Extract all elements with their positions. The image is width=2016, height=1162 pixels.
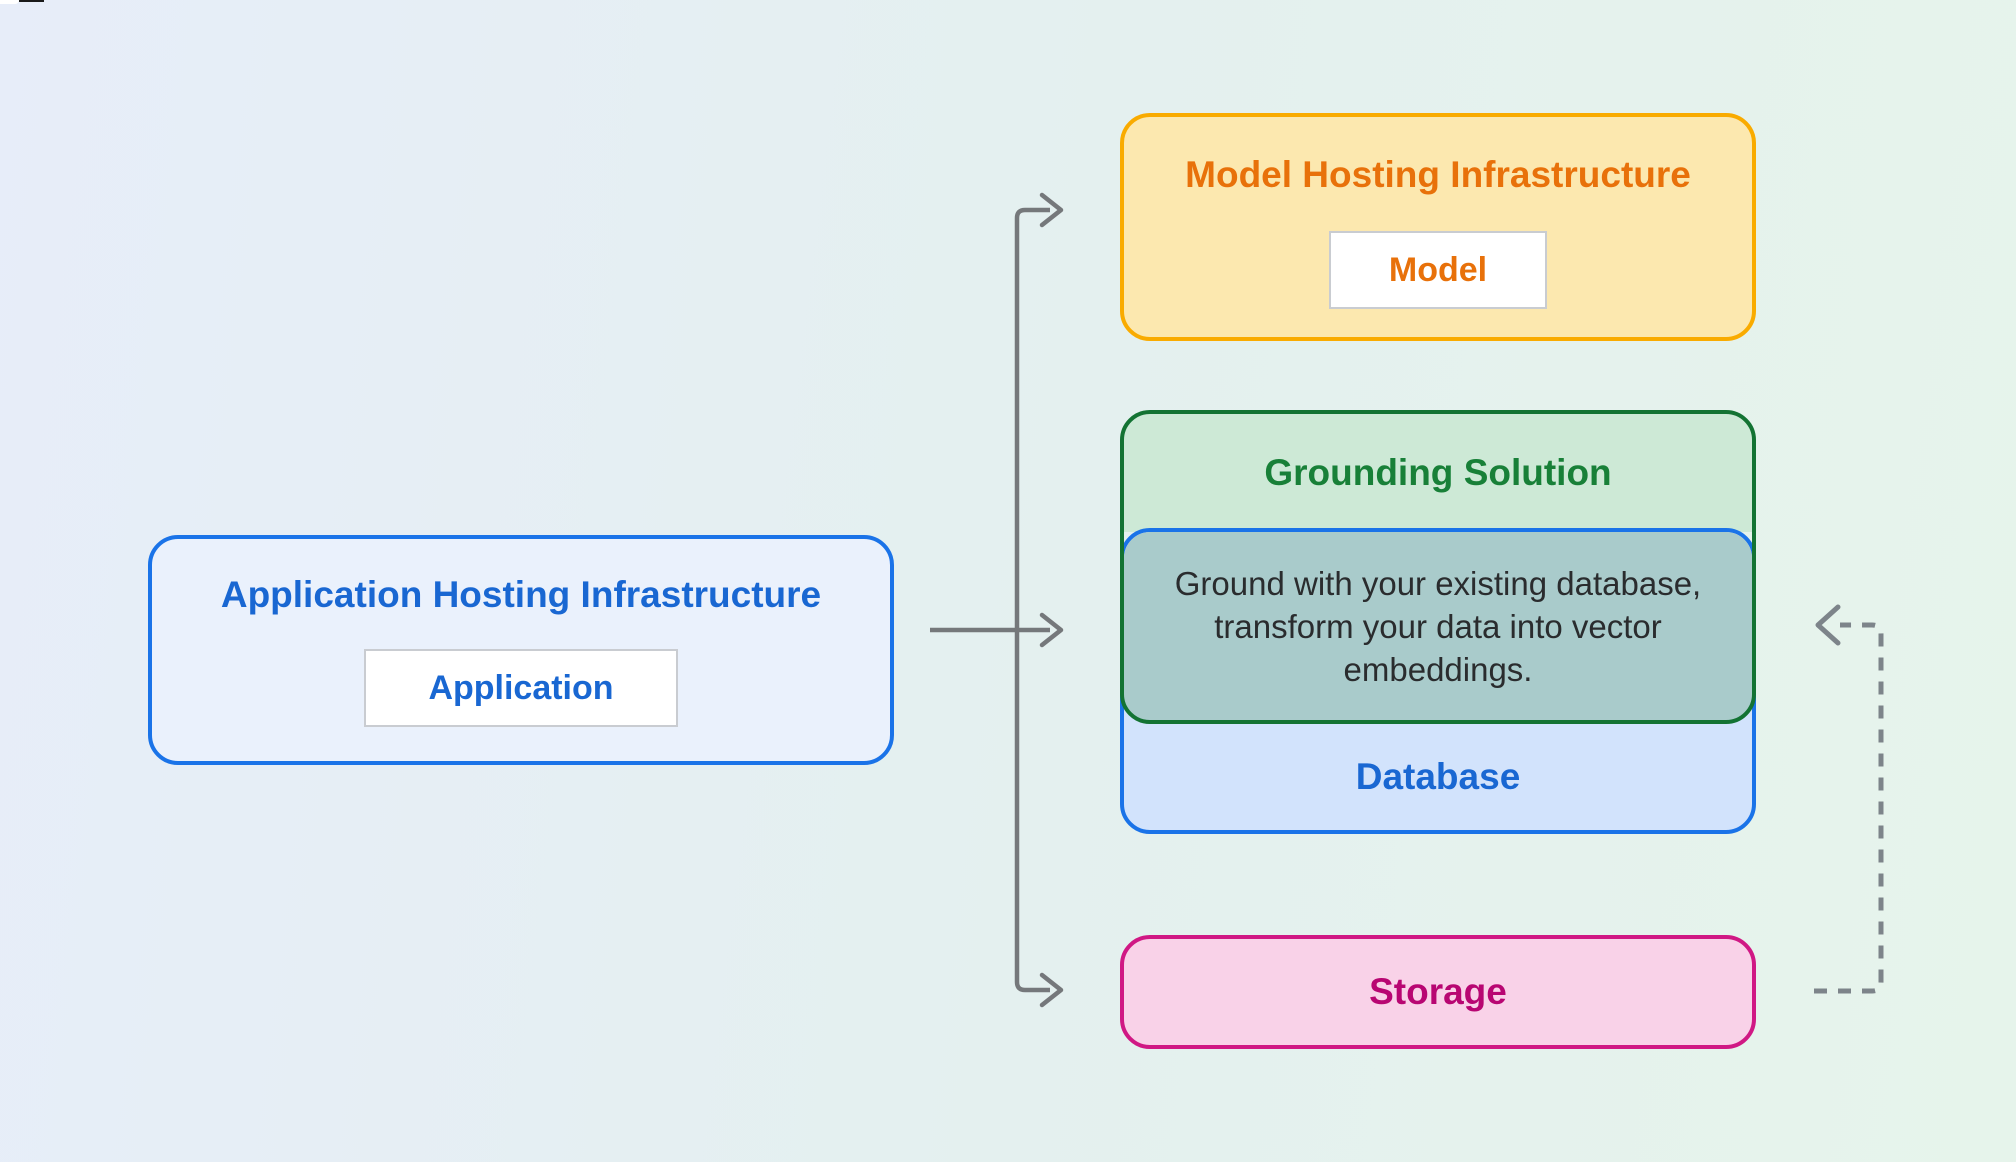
- grounding-description-box: Ground with your existing database, tran…: [1124, 532, 1752, 720]
- grounding-solution-group: Grounding Solution Ground with your exis…: [1120, 410, 1756, 834]
- application-hosting-box: Application Hosting Infrastructure Appli…: [148, 535, 894, 765]
- database-label: Database: [1355, 756, 1521, 797]
- storage-box: Storage: [1120, 935, 1756, 1049]
- database-label-area: Database: [1120, 724, 1756, 830]
- arrowhead-to-grounding-icon: [1039, 612, 1064, 648]
- corner-artifact-line: [19, 0, 44, 2]
- model-hosting-box: Model Hosting Infrastructure Model: [1120, 113, 1756, 341]
- corner-notch: [0, 0, 19, 4]
- grounding-description-line: transform your data into vector: [1214, 607, 1662, 645]
- grounding-description-line: embeddings.: [1343, 650, 1533, 688]
- arrowhead-to-model-icon: [1039, 192, 1064, 228]
- model-hosting-title: Model Hosting Infrastructure: [1185, 154, 1691, 195]
- application-chip: Application: [364, 649, 678, 727]
- model-chip-label: Model: [1388, 250, 1488, 289]
- dashed-connector-storage-to-database-line: [1814, 622, 1884, 994]
- grounding-title-area: Grounding Solution: [1124, 414, 1752, 532]
- grounding-solution-title: Grounding Solution: [1264, 452, 1612, 493]
- solid-connector-trunk-line: [1014, 207, 1050, 993]
- model-hosting-title-area: Model Hosting Infrastructure: [1124, 117, 1752, 233]
- storage-label: Storage: [1369, 971, 1507, 1012]
- model-chip: Model: [1329, 231, 1547, 309]
- arrowhead-to-storage-icon: [1039, 972, 1064, 1008]
- dashed-arrowhead-to-database-icon: [1815, 604, 1841, 646]
- grounding-description-line: Ground with your existing database,: [1174, 564, 1702, 602]
- application-hosting-title-area: Application Hosting Infrastructure: [152, 539, 890, 651]
- application-hosting-title: Application Hosting Infrastructure: [220, 574, 822, 615]
- application-chip-label: Application: [428, 668, 614, 707]
